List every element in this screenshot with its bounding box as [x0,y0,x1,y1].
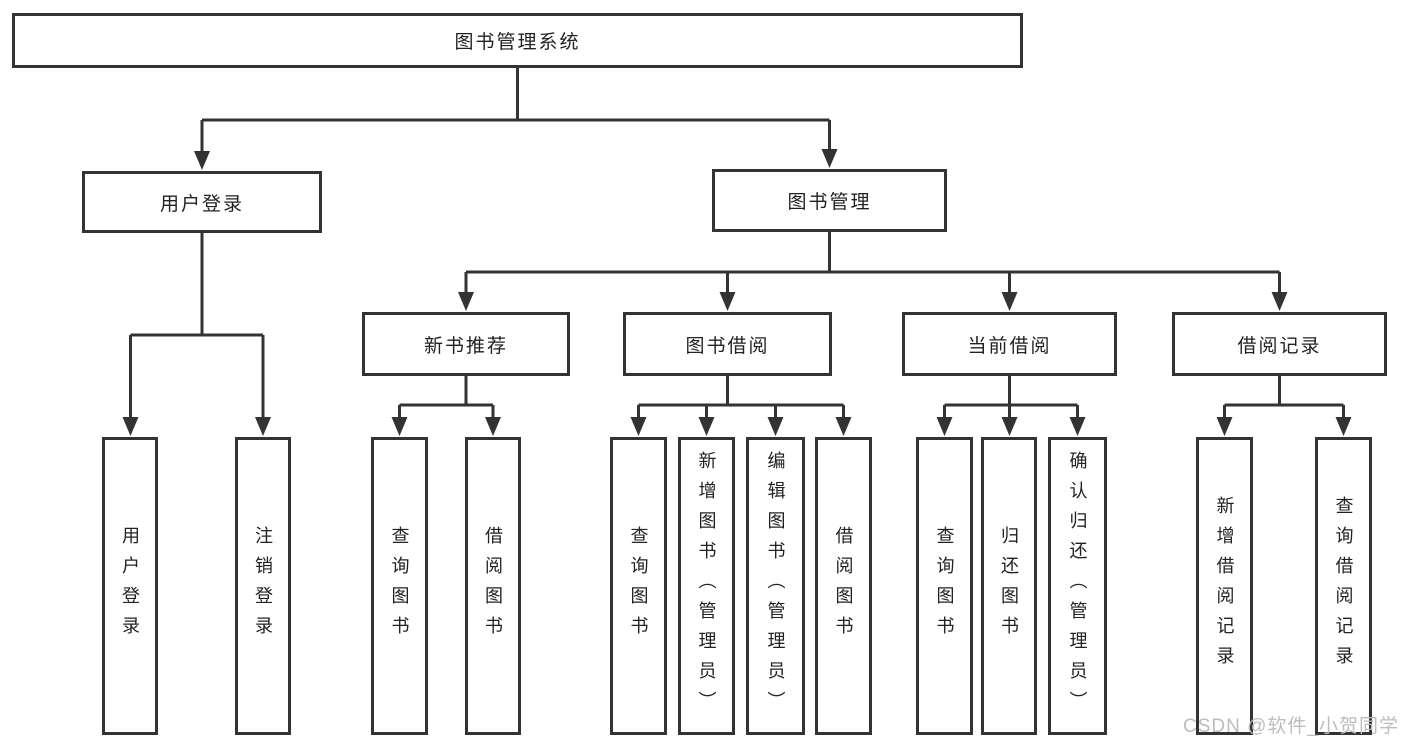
node-label: 确认归还（管理员） [1067,451,1088,721]
arrowhead [458,292,474,311]
node-label: 新增图书（管理员） [696,451,717,721]
arrowhead [630,417,647,436]
leaf-user-login: 用户登录 [102,437,158,735]
leaf-logout: 注销登录 [235,437,291,735]
leaf-query-books-recommend: 查询图书 [371,437,428,735]
node-label: 新书推荐 [423,335,508,357]
leaf-confirm-return-admin: 确认归还（管理员） [1048,437,1107,735]
node-label: 当前借阅 [967,335,1052,357]
connector-root-level2 [200,68,831,152]
leaf-return-books: 归还图书 [981,437,1037,735]
arrowhead [1216,417,1233,436]
node-label: 借阅图书 [483,526,503,646]
node-label: 查询图书 [389,526,410,646]
arrowhead [767,417,784,436]
arrowhead [835,417,852,436]
node-label: 用户登录 [159,193,244,215]
node-book-borrowing: 图书借阅 [623,312,832,376]
connector-userlogin-leaves [129,233,265,418]
arrowhead [255,417,271,436]
node-label: 图书管理 [787,192,872,213]
node-library-system: 图书管理系统 [12,13,1023,68]
node-current-borrowing: 当前借阅 [902,312,1117,376]
arrowhead [391,417,408,436]
arrowhead [1001,292,1018,311]
node-label: 编辑图书（管理员） [765,451,786,721]
leaf-add-books-admin: 新增图书（管理员） [678,437,735,735]
connector-current-leaves [943,376,1079,418]
arrowhead [194,151,210,170]
leaf-query-books-borrowing: 查询图书 [610,437,667,735]
node-label: 图书借阅 [685,335,770,357]
node-label: 查询图书 [934,526,955,646]
arrowhead [719,292,736,311]
arrowhead [936,417,953,436]
node-user-login: 用户登录 [82,171,322,233]
arrowhead [1335,417,1352,436]
connector-recommend-leaves [398,376,495,418]
arrowhead [122,417,139,436]
node-label: 新增借阅记录 [1214,496,1235,676]
node-borrowing-records: 借阅记录 [1172,312,1387,376]
arrowhead [821,149,838,168]
node-label: 查询图书 [628,526,649,646]
leaf-add-borrow-record: 新增借阅记录 [1196,437,1253,735]
node-label: 用户登录 [120,526,140,646]
node-label: 查询借阅记录 [1333,496,1354,676]
leaf-query-books-current: 查询图书 [916,437,973,735]
arrowhead [1001,417,1018,436]
leaf-edit-books-admin: 编辑图书（管理员） [746,437,805,735]
arrowhead [1069,417,1086,436]
leaf-borrow-books-borrowing: 借阅图书 [815,437,872,735]
arrowhead [485,417,501,436]
connector-records-leaves [1223,376,1345,418]
node-book-management: 图书管理 [712,169,947,232]
node-label: 图书管理系统 [454,32,581,53]
node-label: 注销登录 [253,526,273,646]
leaf-query-borrow-record: 查询借阅记录 [1315,437,1372,735]
connector-bookmgmt-level3 [464,232,1281,293]
arrowhead [698,417,715,436]
leaf-borrow-books-recommend: 借阅图书 [465,437,521,735]
node-label: 归还图书 [999,526,1019,646]
node-new-book-recommend: 新书推荐 [362,312,570,376]
csdn-watermark: CSDN @软件_小贺同学 [1183,716,1399,737]
node-label: 借阅图书 [833,526,854,646]
node-label: 借阅记录 [1237,335,1322,357]
connector-borrowing-leaves [637,376,845,418]
arrowhead [1271,292,1288,311]
